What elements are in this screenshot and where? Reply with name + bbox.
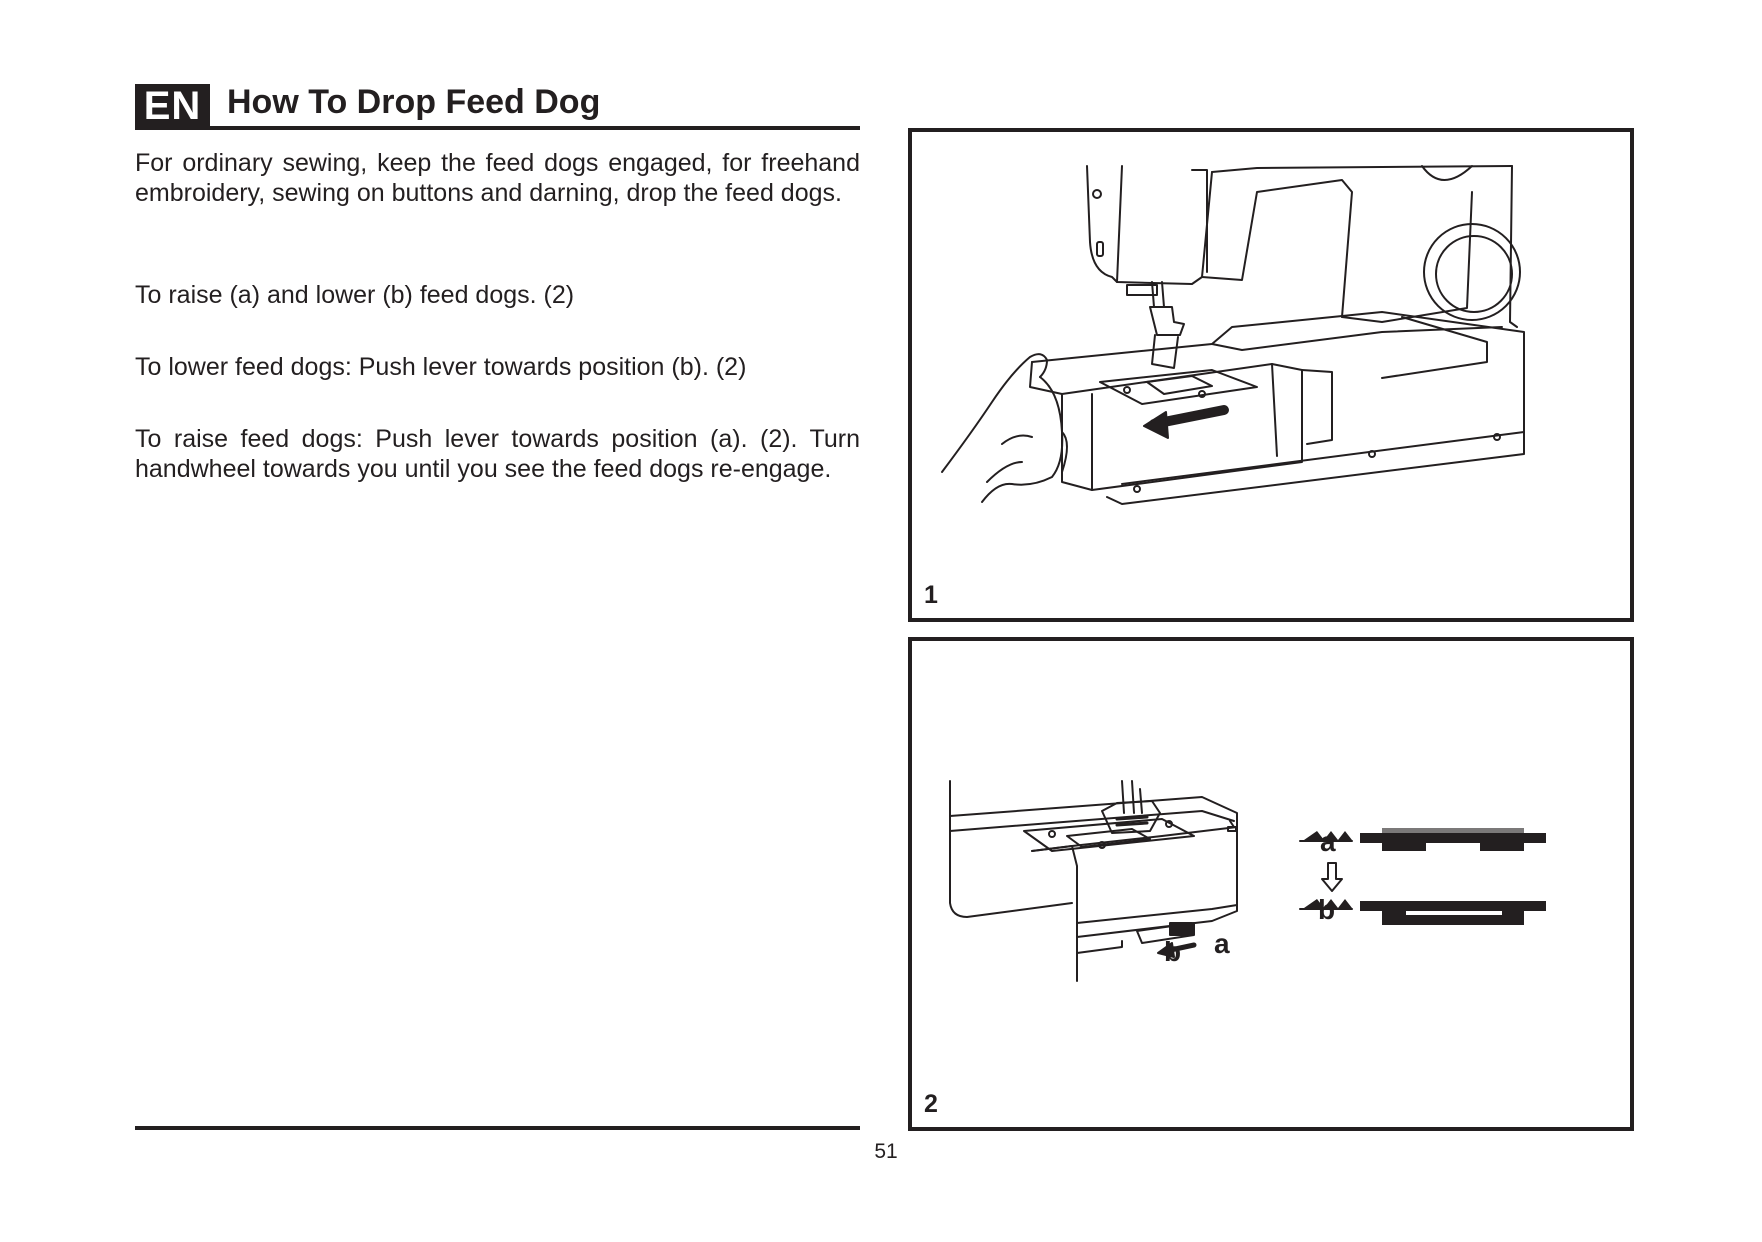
paragraph-raise-lower: To raise (a) and lower (b) feed dogs. (2… [135,281,575,309]
position-label-b: b [1318,894,1336,925]
lever-label-b: b [1164,936,1182,967]
figure-1: 1 [908,128,1634,622]
paragraph-raise-instructions: To raise feed dogs: Push lever towards p… [135,425,860,483]
bottom-rule [135,1126,860,1130]
lever-label-a: a [1214,928,1230,959]
position-label-a: a [1320,826,1336,857]
figure-2-number: 2 [924,1090,938,1118]
figure-1-number: 1 [924,581,938,609]
language-badge: EN [135,84,210,128]
figure-2: b a a b 2 [908,637,1634,1131]
paragraph-intro: For ordinary sewing, keep the feed dogs … [135,149,860,207]
page-number: 51 [874,1140,898,1163]
section-header: EN How To Drop Feed Dog [135,82,860,130]
feed-dog-lever-illustration [949,780,1546,982]
sewing-machine-illustration [941,165,1525,505]
paragraph-lower-instructions: To lower feed dogs: Push lever towards p… [135,353,747,381]
page-title: How To Drop Feed Dog [227,83,601,121]
